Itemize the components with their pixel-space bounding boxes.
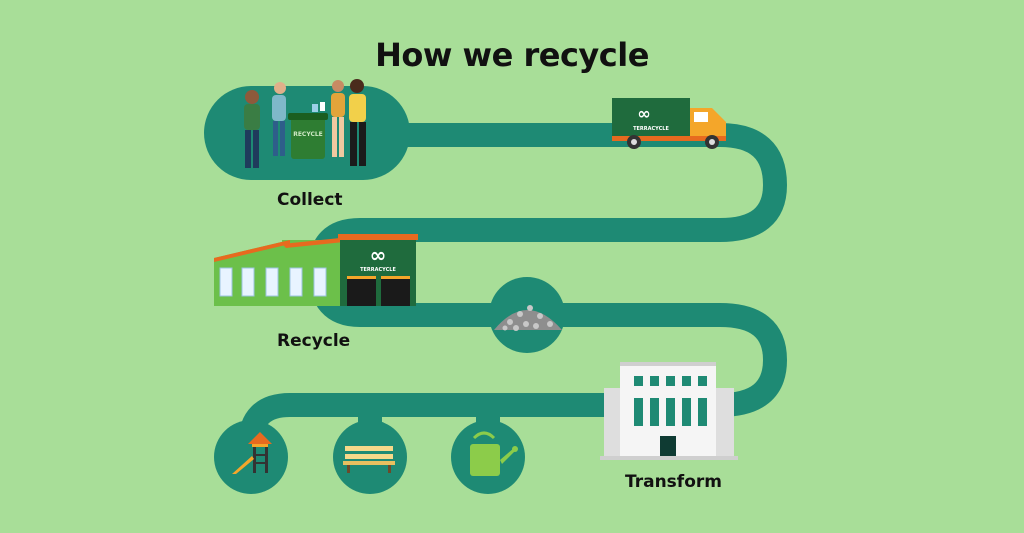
pellets-pile-icon (494, 305, 562, 331)
building-icon (600, 362, 738, 460)
page-title: How we recycle (375, 36, 649, 74)
svg-text:∞: ∞ (370, 243, 387, 267)
factory-brand-label: TERRACYCLE (360, 267, 396, 273)
truck-brand-label: TERRACYCLE (633, 126, 669, 132)
playground-icon (232, 432, 272, 474)
step-label-transform: Transform (625, 472, 722, 492)
bin-label: RECYCLE (293, 131, 323, 138)
svg-text:∞: ∞ (637, 104, 650, 123)
people-recycling-icon: RECYCLE (244, 79, 366, 168)
watering-can-icon (470, 431, 518, 476)
factory-icon: ∞ TERRACYCLE (214, 234, 418, 306)
bench-icon (343, 446, 395, 473)
delivery-truck-icon: ∞ TERRACYCLE (612, 98, 726, 149)
step-label-collect: Collect (277, 190, 343, 210)
step-label-recycle: Recycle (277, 331, 351, 351)
